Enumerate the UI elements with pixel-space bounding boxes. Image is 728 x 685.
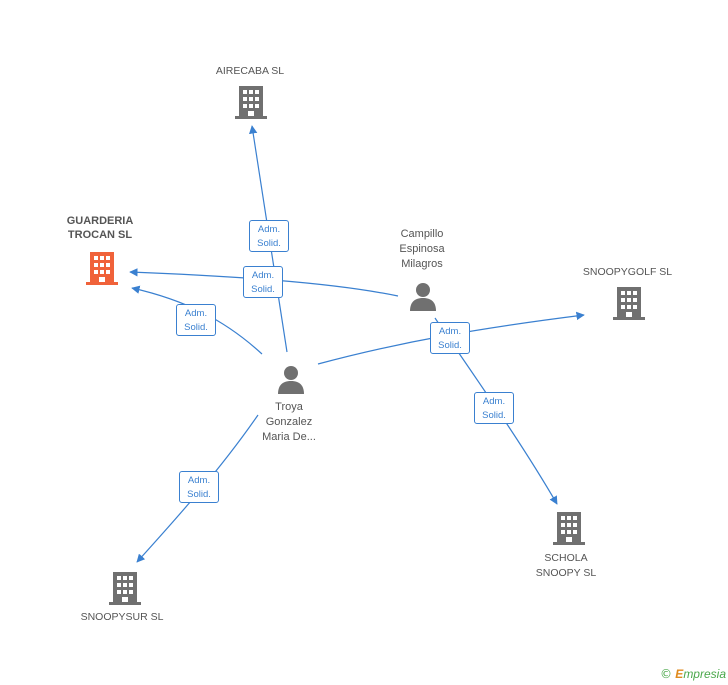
building-icon[interactable] — [109, 570, 141, 606]
edge-label[interactable]: Adm. Solid. — [249, 220, 289, 252]
building-icon[interactable] — [553, 510, 585, 546]
edge-label[interactable]: Adm. Solid. — [430, 322, 470, 354]
company-label-schola[interactable]: SCHOLA SNOOPY SL — [535, 552, 597, 579]
building-icon[interactable] — [235, 84, 267, 120]
person-icon[interactable] — [276, 364, 306, 394]
company-label-guarderia[interactable]: GUARDERIA TROCAN SL — [66, 215, 134, 241]
edge-label[interactable]: Adm. Solid. — [474, 392, 514, 424]
person-icon[interactable] — [408, 281, 438, 311]
brand-name: mpresia — [683, 667, 726, 681]
person-label-troya[interactable]: Troya Gonzalez Maria De... — [262, 401, 316, 443]
building-icon[interactable] — [613, 285, 645, 321]
edge-label[interactable]: Adm. Solid. — [243, 266, 283, 298]
person-label-campillo[interactable]: Campillo Espinosa Milagros — [399, 228, 445, 270]
brand-footer: © Empresia — [660, 667, 726, 681]
brand-logo-letter: E — [675, 667, 684, 681]
company-label-airecaba[interactable]: AIRECABA SL — [215, 65, 285, 77]
building-icon[interactable] — [86, 250, 118, 286]
company-label-snoopysur[interactable]: SNOOPYSUR SL — [80, 611, 164, 623]
copyright-symbol: © — [659, 667, 672, 681]
company-label-snoopygolf[interactable]: SNOOPYGOLF SL — [582, 266, 673, 278]
edge-label[interactable]: Adm. Solid. — [179, 471, 219, 503]
edge-label[interactable]: Adm. Solid. — [176, 304, 216, 336]
